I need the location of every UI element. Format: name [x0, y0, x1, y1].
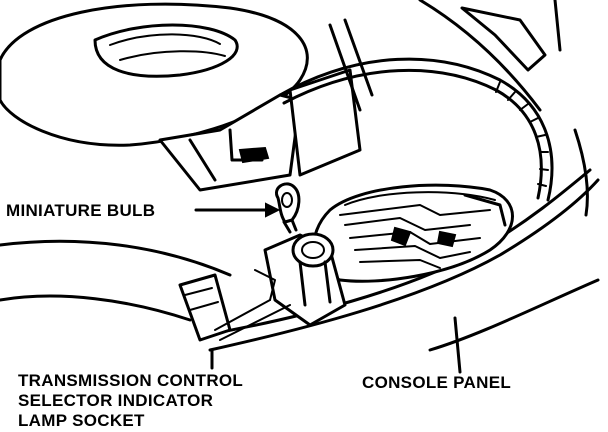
leader-lines: [194, 202, 462, 374]
console-leader: [453, 316, 462, 374]
wiring-harness: [278, 57, 554, 202]
dash-right: [418, 0, 589, 217]
label-miniature-bulb: MINIATURE BULB: [6, 201, 155, 220]
miniature-bulb: [275, 182, 301, 234]
steering-column: [158, 18, 374, 192]
lamp-socket: [178, 232, 347, 342]
label-socket-line3: LAMP SOCKET: [18, 411, 145, 430]
steering-wheel: [0, 2, 309, 147]
bulb-arrowhead: [265, 202, 281, 218]
shifter-housing: [312, 183, 514, 283]
label-socket-line2: SELECTOR INDICATOR: [18, 391, 213, 410]
label-console-panel: CONSOLE PANEL: [362, 373, 511, 392]
label-socket-line1: TRANSMISSION CONTROL: [18, 371, 243, 390]
